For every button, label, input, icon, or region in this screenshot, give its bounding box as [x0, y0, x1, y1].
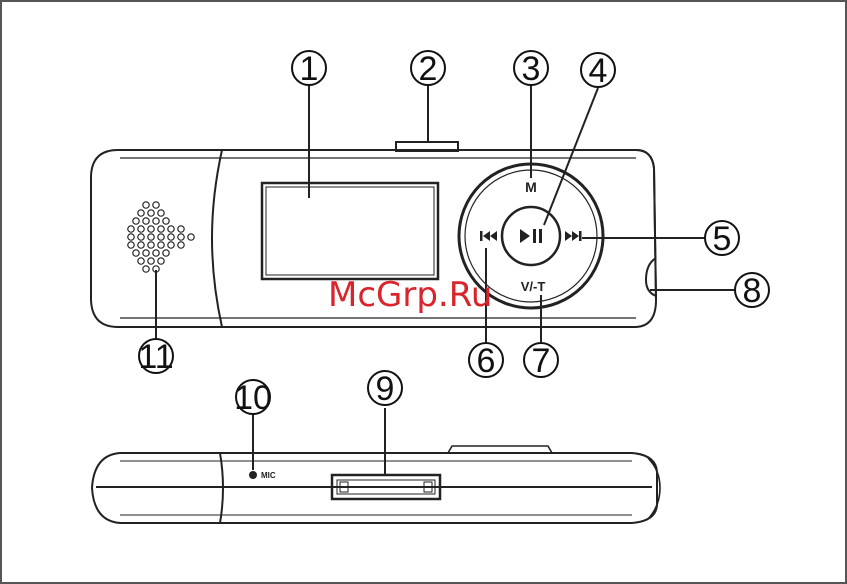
speaker-hole [138, 234, 144, 240]
speaker-hole [158, 242, 164, 248]
speaker-hole [158, 234, 164, 240]
play-pause-button [502, 207, 560, 265]
speaker-hole [148, 258, 154, 264]
display-screen-inner [266, 187, 434, 275]
speaker-hole [168, 242, 174, 248]
speaker-hole [158, 226, 164, 232]
callout-8: 8 [735, 272, 769, 310]
speaker-hole [138, 210, 144, 216]
callout-number: 4 [589, 52, 608, 90]
speaker-hole [133, 250, 139, 256]
callout-number: 9 [376, 370, 395, 408]
callout-number: 7 [532, 342, 551, 380]
speaker-hole [143, 266, 149, 272]
speaker-hole [168, 234, 174, 240]
speaker-hole [178, 234, 184, 240]
callout-3: 3 [514, 50, 548, 88]
callout-10: 10 [234, 379, 272, 417]
speaker-grille [128, 202, 194, 272]
previous-track-icon [480, 231, 497, 241]
callout-number: 1 [300, 50, 319, 88]
mic-label: MIC [261, 471, 276, 480]
speaker-hole [148, 242, 154, 248]
speaker-hole [143, 218, 149, 224]
callout-7: 7 [524, 342, 558, 380]
callout-1: 1 [292, 50, 326, 88]
speaker-hole [163, 250, 169, 256]
volume-time-button-label: V/-T [521, 279, 546, 294]
callout-11: 11 [138, 338, 173, 376]
callout-number: 5 [713, 220, 732, 258]
microphone [249, 471, 257, 479]
next-track-icon [565, 231, 582, 241]
speaker-hole [148, 226, 154, 232]
speaker-hole [178, 226, 184, 232]
watermark: McGrp.Ru [328, 275, 492, 315]
speaker-hole [133, 218, 139, 224]
speaker-hole [143, 250, 149, 256]
speaker-hole [158, 210, 164, 216]
speaker-hole [128, 242, 134, 248]
speaker-hole [138, 242, 144, 248]
speaker-hole [168, 226, 174, 232]
callout-number: 3 [522, 50, 541, 88]
side-view [92, 446, 660, 523]
callout-number: 6 [477, 342, 496, 380]
callout-number: 2 [419, 50, 438, 88]
speaker-hole [163, 218, 169, 224]
speaker-hole [158, 258, 164, 264]
menu-button-label: M [525, 179, 537, 195]
callout-4: 4 [581, 52, 615, 90]
callout-9: 9 [368, 370, 402, 408]
callout-5: 5 [705, 220, 739, 258]
speaker-hole [153, 202, 159, 208]
speaker-hole [148, 234, 154, 240]
side-switch-bump [448, 446, 552, 453]
callout-number: 11 [138, 338, 173, 376]
speaker-hole [148, 210, 154, 216]
speaker-hole [143, 202, 149, 208]
speaker-hole [128, 226, 134, 232]
speaker-hole [188, 234, 194, 240]
speaker-hole [178, 242, 184, 248]
speaker-hole [128, 234, 134, 240]
callout-6: 6 [469, 342, 503, 380]
callout-number: 10 [234, 379, 272, 417]
play-pause-icon [520, 229, 542, 243]
speaker-hole [153, 218, 159, 224]
leader-4 [544, 88, 598, 225]
cap-divider [212, 150, 222, 327]
callout-number: 8 [743, 272, 762, 310]
speaker-hole [138, 258, 144, 264]
side-right-end [648, 458, 660, 519]
speaker-hole [153, 250, 159, 256]
speaker-hole [138, 226, 144, 232]
display-screen [262, 183, 438, 279]
callout-2: 2 [411, 50, 445, 88]
